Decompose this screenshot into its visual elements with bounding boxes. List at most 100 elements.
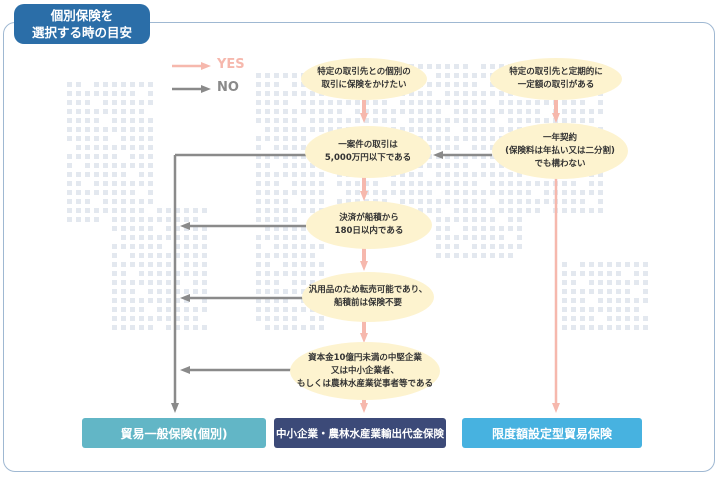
map-dot (481, 91, 486, 96)
map-dot (274, 154, 279, 159)
map-dot (337, 109, 342, 114)
map-dot (283, 307, 288, 312)
map-dot (454, 190, 459, 195)
map-dot (256, 154, 261, 159)
map-dot (112, 325, 117, 330)
map-dot (391, 181, 396, 186)
map-dot (265, 73, 270, 78)
map-dot (409, 172, 414, 177)
map-dot (499, 127, 504, 132)
map-dot (580, 208, 585, 213)
map-dot (310, 244, 315, 249)
map-dot (418, 190, 423, 195)
map-dot (67, 190, 72, 195)
map-dot (139, 235, 144, 240)
map-dot (139, 217, 144, 222)
map-dot (256, 82, 261, 87)
node-text: 資本金10億円未満の中堅企業 (308, 352, 422, 363)
map-dot (184, 325, 189, 330)
map-dot (166, 235, 171, 240)
map-dot (301, 244, 306, 249)
map-dot (454, 253, 459, 258)
map-dot (526, 181, 531, 186)
map-dot (625, 289, 630, 294)
map-dot (571, 181, 576, 186)
map-dot (328, 100, 333, 105)
map-dot (427, 109, 432, 114)
map-dot (481, 208, 486, 213)
map-dot (427, 91, 432, 96)
map-dot (310, 127, 315, 132)
map-dot (490, 226, 495, 231)
map-dot (274, 325, 279, 330)
map-dot (580, 118, 585, 123)
map-dot (148, 325, 153, 330)
map-dot (607, 280, 612, 285)
map-dot (463, 199, 468, 204)
map-dot (508, 172, 513, 177)
map-dot (544, 181, 549, 186)
node-text: 一案件の取引は (338, 140, 398, 150)
map-dot (265, 109, 270, 114)
map-dot (310, 262, 315, 267)
map-dot (292, 154, 297, 159)
map-dot (481, 154, 486, 159)
map-dot (283, 253, 288, 258)
map-dot (535, 208, 540, 213)
map-dot (130, 199, 135, 204)
map-dot (580, 262, 585, 267)
map-dot (121, 190, 126, 195)
result-general-insurance: 貿易一般保険(個別) (82, 418, 266, 448)
map-dot (463, 172, 468, 177)
map-dot (454, 64, 459, 69)
map-dot (310, 163, 315, 168)
map-dot (634, 298, 639, 303)
map-dot (508, 127, 513, 132)
map-dot (490, 253, 495, 258)
map-dot (418, 127, 423, 132)
map-dot (301, 181, 306, 186)
map-dot (355, 181, 360, 186)
map-dot (355, 118, 360, 123)
map-dot (283, 91, 288, 96)
map-dot (463, 73, 468, 78)
map-dot (436, 172, 441, 177)
map-dot (283, 73, 288, 78)
map-dot (67, 181, 72, 186)
map-dot (148, 199, 153, 204)
map-dot (121, 307, 126, 312)
map-dot (130, 280, 135, 285)
map-dot (472, 136, 477, 141)
map-dot (472, 100, 477, 105)
map-dot (634, 316, 639, 321)
map-dot (292, 307, 297, 312)
map-dot (283, 118, 288, 123)
map-dot (562, 271, 567, 276)
map-dot (193, 262, 198, 267)
map-dot (310, 208, 315, 213)
map-dot (436, 199, 441, 204)
map-dot (166, 307, 171, 312)
map-dot (157, 280, 162, 285)
map-dot (67, 100, 72, 105)
map-dot (481, 145, 486, 150)
map-dot (193, 271, 198, 276)
map-dot (562, 307, 567, 312)
map-dot (148, 262, 153, 267)
map-dot (454, 73, 459, 78)
map-dot (121, 280, 126, 285)
map-dot (283, 163, 288, 168)
map-dot (499, 109, 504, 114)
map-dot (445, 100, 450, 105)
map-dot (436, 226, 441, 231)
map-dot (598, 199, 603, 204)
map-dot (508, 199, 513, 204)
map-dot (121, 118, 126, 123)
map-dot (310, 190, 315, 195)
map-dot (454, 82, 459, 87)
map-dot (292, 109, 297, 114)
map-dot (103, 100, 108, 105)
map-dot (202, 244, 207, 249)
map-dot (517, 217, 522, 222)
map-dot (292, 325, 297, 330)
